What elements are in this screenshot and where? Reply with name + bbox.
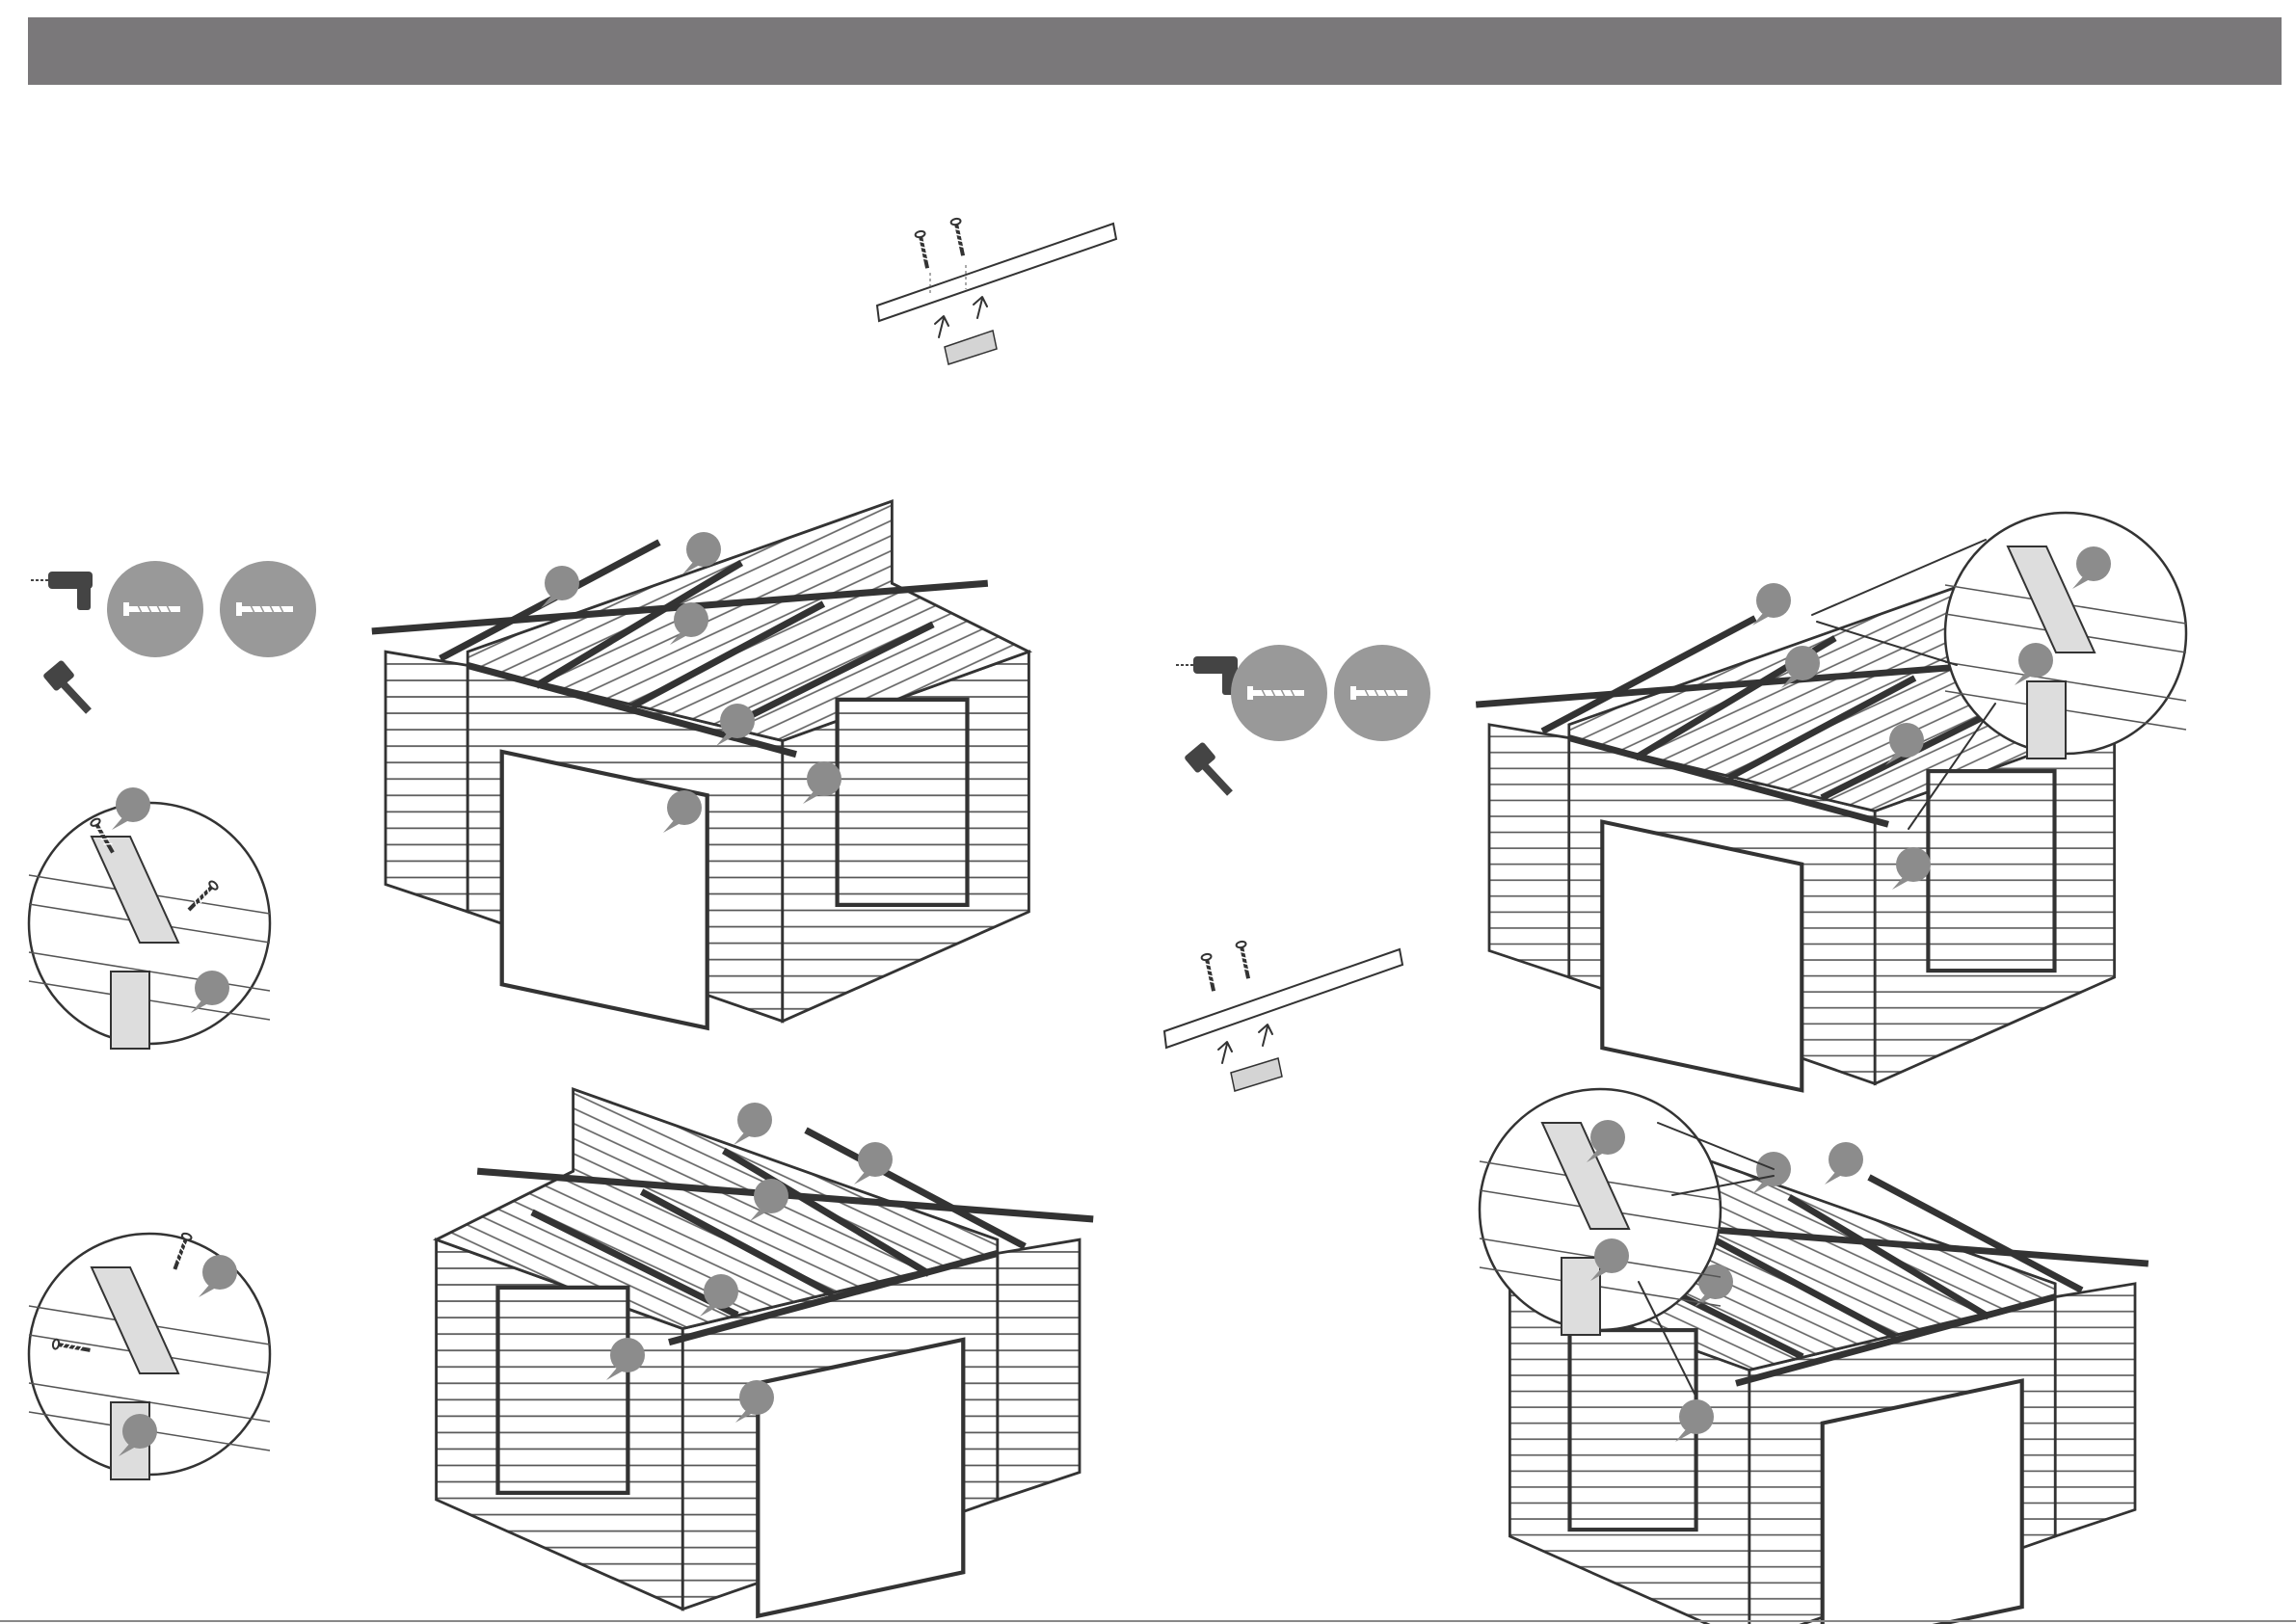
ridge-strip-detail-middle — [1164, 941, 1402, 1091]
cabin-step-left-top — [372, 501, 1029, 1028]
hammer-icon — [1184, 741, 1230, 793]
drill-icon — [1176, 656, 1238, 695]
screw-icon — [1231, 645, 1327, 741]
tools-right — [1176, 645, 1430, 793]
drill-icon — [31, 572, 93, 610]
screw-icon — [220, 561, 316, 657]
ridge-strip-detail-top — [877, 218, 1116, 364]
cabin-step-left-bottom — [437, 1089, 1094, 1616]
tools-left — [31, 561, 316, 711]
hammer-icon — [42, 659, 89, 711]
screw-icon — [107, 561, 203, 657]
bottom-rule — [0, 1620, 2296, 1622]
screw-icon — [1334, 645, 1430, 741]
detail-circle-left-top — [29, 787, 270, 1049]
detail-circle-left-bottom — [29, 1233, 270, 1479]
